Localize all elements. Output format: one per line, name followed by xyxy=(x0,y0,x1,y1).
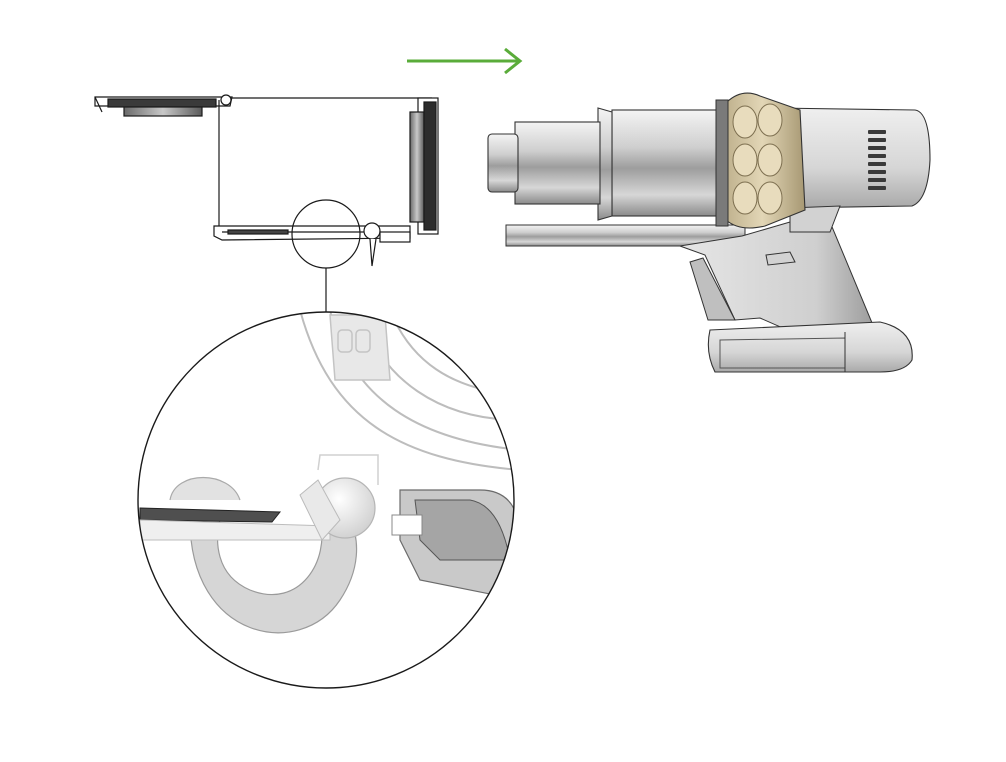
motor-body xyxy=(774,107,931,209)
clear-bin xyxy=(94,94,439,312)
battery-pack xyxy=(707,321,913,373)
zoom-detail xyxy=(137,311,515,689)
direction-arrow-icon xyxy=(407,47,523,75)
vacuum-main-body xyxy=(487,92,931,373)
